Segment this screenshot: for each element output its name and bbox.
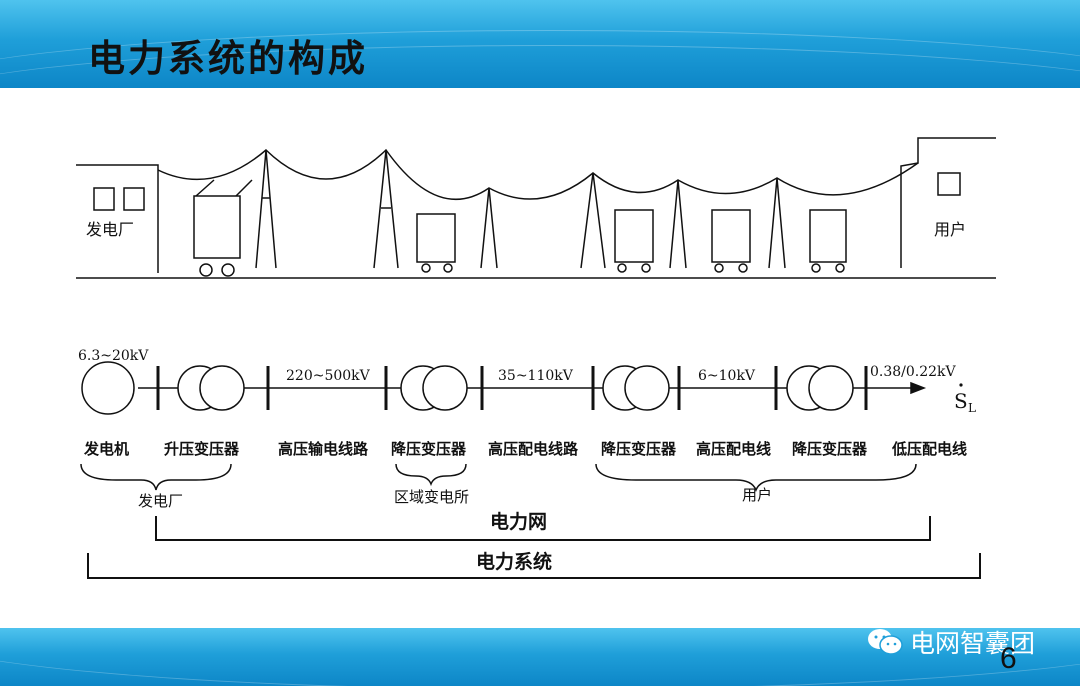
slide-title: 电力系统的构成	[88, 37, 368, 80]
transformer-picture	[416, 213, 456, 263]
plant-window	[123, 187, 145, 211]
arrow-head	[910, 381, 927, 395]
group-substation: 区域变电所	[394, 488, 469, 506]
header-band	[0, 0, 1080, 88]
watermark: 电网智囊团	[866, 624, 1035, 660]
bushing	[195, 179, 253, 197]
footer-band	[0, 628, 1080, 686]
wheel	[421, 263, 431, 273]
label-step-up: 升压变压器	[164, 440, 240, 458]
transformer-symbol	[422, 365, 468, 411]
label-step-down-1: 降压变压器	[391, 440, 467, 458]
label-step-down-3: 降压变压器	[792, 440, 868, 458]
brace-plant	[80, 463, 232, 491]
system-label: 电力系统	[476, 550, 552, 573]
wheel	[738, 263, 748, 273]
brace-user	[595, 463, 917, 493]
wheel	[443, 263, 453, 273]
voltage-generator: 6.3~20kV	[78, 348, 149, 364]
load-dot	[959, 383, 963, 387]
tower	[480, 187, 498, 269]
user-label: 用户	[934, 220, 966, 239]
system-bracket	[87, 553, 981, 579]
plant-label: 发电厂	[86, 220, 134, 239]
user-window	[937, 172, 961, 196]
page-number: 6	[1000, 642, 1017, 675]
wheel	[811, 263, 821, 273]
plant-window	[93, 187, 115, 211]
wechat-icon	[868, 629, 903, 655]
transformer-picture	[711, 209, 751, 263]
plant-building	[76, 164, 159, 273]
overhead-wire	[157, 148, 919, 201]
wheel	[199, 263, 213, 277]
header-wave	[0, 30, 1080, 88]
voltage-distribution: 6~10kV	[698, 368, 756, 384]
wheel	[641, 263, 651, 273]
transformer-picture	[193, 195, 241, 259]
wheel	[714, 263, 724, 273]
voltage-transmission: 220~500kV	[286, 368, 371, 384]
wheel	[617, 263, 627, 273]
power-system-figure: 发电厂 用户 6.3~20kV 220~500kV 35~110kV 6~10k…	[76, 108, 996, 588]
label-lv-line: 低压配电线	[891, 440, 967, 458]
grid-label: 电力网	[490, 510, 547, 533]
figure-svg: 发电厂 用户 6.3~20kV 220~500kV 35~110kV 6~10k…	[76, 137, 996, 579]
generator-symbol	[81, 361, 135, 415]
load-symbol: S	[954, 389, 968, 413]
transformer-picture	[614, 209, 654, 263]
brace-substation	[395, 463, 467, 487]
group-plant: 发电厂	[138, 492, 183, 510]
tower	[580, 172, 606, 269]
transformer-symbol	[624, 365, 670, 411]
header-wave	[0, 45, 1080, 88]
group-user: 用户	[742, 486, 772, 504]
voltage-low: 0.38/0.22kV	[870, 364, 957, 380]
tower	[373, 149, 399, 269]
voltage-sub: 35~110kV	[498, 368, 574, 384]
user-building	[900, 137, 996, 268]
wheel	[835, 263, 845, 273]
label-hv-line: 高压输电线路	[278, 440, 369, 458]
tower	[669, 179, 687, 269]
tower	[768, 177, 786, 269]
label-generator: 发电机	[83, 440, 129, 458]
transformer-picture	[809, 209, 847, 263]
label-step-down-2: 降压变压器	[601, 440, 677, 458]
wheel	[221, 263, 235, 277]
load-subscript: L	[968, 401, 976, 415]
tower	[255, 149, 277, 269]
transformer-symbol	[199, 365, 245, 411]
grid-bracket	[155, 516, 931, 541]
watermark-text: 电网智囊团	[910, 629, 1036, 658]
label-hv-dist-line: 高压配电线路	[488, 440, 579, 458]
transformer-symbol	[808, 365, 854, 411]
label-hv-dist-line-2: 高压配电线	[696, 440, 771, 458]
